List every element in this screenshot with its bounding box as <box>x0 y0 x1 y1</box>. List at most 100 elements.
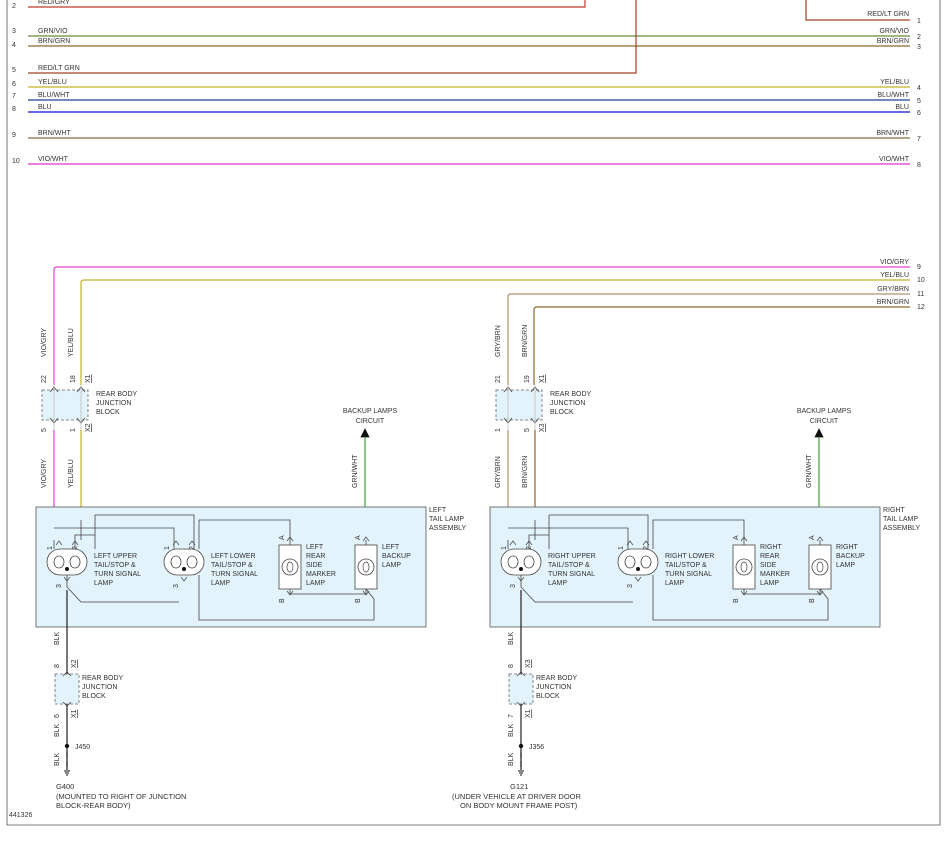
lamp-pin: A <box>279 535 286 540</box>
top-wire-right-red-lt-grn <box>805 0 910 21</box>
right-lower-lamp-label: RIGHT LOWER <box>665 553 714 560</box>
internal-wire <box>74 534 95 549</box>
left-gjb-label-2: JUNCTION <box>82 684 117 691</box>
filament <box>53 555 65 569</box>
figure-id: 441326 <box>9 812 32 819</box>
left-upper-lamp-label: TAIL/STOP & <box>94 562 136 569</box>
connector-arrow <box>71 540 79 546</box>
right-lower-lamp-label: TAIL/STOP & <box>665 562 707 569</box>
top-wire-red-lt-grn <box>28 0 637 74</box>
top-wire-right-pin: 2 <box>917 34 921 41</box>
connector-arrow <box>188 540 196 546</box>
top-wire-label: YEL/BLU <box>38 79 67 86</box>
mid-wire-pin: 9 <box>917 264 921 271</box>
diagram-frame <box>6 0 941 826</box>
left-splice-node <box>64 743 70 749</box>
right-wire-a-label: GRY/BRN <box>495 325 502 357</box>
right-junction-block <box>495 389 543 421</box>
left-lower-lamp-label: LAMP <box>211 580 230 587</box>
connector-arrow <box>740 590 748 596</box>
top-wire-red-gry <box>28 0 586 8</box>
left-backup-wire-label: GRN/WHT <box>352 454 359 488</box>
internal-wire <box>198 519 291 549</box>
right-gjb-label-1: REAR BODY <box>536 675 578 682</box>
left-lower-lamp-label: LEFT LOWER <box>211 553 256 560</box>
mid-wire-pin: 10 <box>917 277 925 284</box>
filament <box>740 561 748 573</box>
right-side-marker-lamp-label: LAMP <box>760 580 779 587</box>
connector-arrow <box>516 701 526 707</box>
right-gjb-label-2: JUNCTION <box>536 684 571 691</box>
internal-wire <box>53 527 175 549</box>
top-wire-left-pin: 6 <box>12 81 16 88</box>
left-wire-b-label: YEL/BLU <box>68 328 75 357</box>
mid-wire-label: VIO/GRY <box>880 259 909 266</box>
left-backup-lamp-label: BACKUP <box>382 553 411 560</box>
top-wire-right-pin: 3 <box>917 44 921 51</box>
lamp-node <box>182 567 186 571</box>
lamp-node <box>65 567 69 571</box>
right-assembly-label-2: TAIL LAMP <box>883 516 918 523</box>
right-lower-lamp-label: LAMP <box>665 580 684 587</box>
right-backup-lamp-label: BACKUP <box>836 553 865 560</box>
left-lower-lamp-label: TURN SIGNAL <box>211 571 258 578</box>
right-jb-top-pin-a: 21 <box>495 375 502 383</box>
left-side-marker-lamp-label: MARKER <box>306 571 336 578</box>
left-assembly-label-1: LEFT <box>429 507 447 514</box>
mid-wire-label: GRY/BRN <box>877 286 909 293</box>
right-gjb-pin-1: 8 <box>508 664 515 668</box>
connector-arrow <box>63 576 71 582</box>
connector-arrow <box>634 576 642 582</box>
left-upper-lamp-label: LEFT UPPER <box>94 553 137 560</box>
internal-wire <box>289 589 367 595</box>
left-jb-top-pin-a: 22 <box>41 375 48 383</box>
top-wire-right-label: YEL/BLU <box>880 79 909 86</box>
left-wire-b-label-lower: YEL/BLU <box>68 459 75 488</box>
lamp-pin: 3 <box>56 584 63 588</box>
top-wire-left-pin: 4 <box>12 42 16 49</box>
left-side-marker-lamp-bulb-icon <box>281 558 299 576</box>
right-jb-bot-pin-a: 1 <box>495 428 502 432</box>
right-gjb-label-3: BLOCK <box>536 693 560 700</box>
filament <box>640 555 652 569</box>
right-side-marker-lamp-bulb-icon <box>735 558 753 576</box>
left-gjb-conn-2: X1 <box>71 709 78 718</box>
right-blk-label-1: BLK <box>508 631 515 645</box>
internal-wire <box>743 589 821 595</box>
left-side-marker-lamp-label: LEFT <box>306 544 324 551</box>
right-upper-lamp-label: TAIL/STOP & <box>548 562 590 569</box>
right-splice-node <box>518 743 524 749</box>
left-gjb-label-3: BLOCK <box>82 693 106 700</box>
right-wire-b-label-lower: BRN/GRN <box>522 456 529 488</box>
right-wire-a-label-lower: GRY/BRN <box>495 456 502 488</box>
right-side-marker-lamp-label: REAR <box>760 553 779 560</box>
right-ground-note-1: (UNDER VEHICLE AT DRIVER DOOR <box>452 792 581 801</box>
left-ground-id: G400 <box>56 782 74 791</box>
left-upper-lamp-label: LAMP <box>94 580 113 587</box>
top-wire-label: GRN/VIO <box>38 28 68 35</box>
top-wire-right-pin: 7 <box>917 136 921 143</box>
left-junction-block <box>41 389 89 421</box>
filament <box>507 555 519 569</box>
left-side-marker-lamp-label: SIDE <box>306 562 323 569</box>
mid-wire-label: BRN/GRN <box>877 299 909 306</box>
lamp-pin: 2 <box>643 546 650 550</box>
lamp-node <box>636 567 640 571</box>
left-side-marker-lamp-label: LAMP <box>306 580 325 587</box>
top-wire-left-pin: 8 <box>12 106 16 113</box>
left-assembly-label-3: ASSEMBLY <box>429 525 467 532</box>
left-ground-note-2: BLOCK-REAR BODY) <box>56 801 131 810</box>
left-blk-label-1: BLK <box>54 631 61 645</box>
mid-wire-pin: 12 <box>917 304 925 311</box>
left-jb-label-3: BLOCK <box>96 409 120 416</box>
right-jb-label-3: BLOCK <box>550 409 574 416</box>
right-backup-circuit-2: CIRCUIT <box>810 418 839 425</box>
right-ground-junction-block <box>508 673 534 705</box>
filament <box>816 561 824 573</box>
top-wire-right-pin: 4 <box>917 85 921 92</box>
left-lower-lamp-label: TAIL/STOP & <box>211 562 253 569</box>
right-assembly-label-3: ASSEMBLY <box>883 525 921 532</box>
top-wire-label: BRN/WHT <box>38 130 71 137</box>
top-wire-right-pin: 6 <box>917 110 921 117</box>
